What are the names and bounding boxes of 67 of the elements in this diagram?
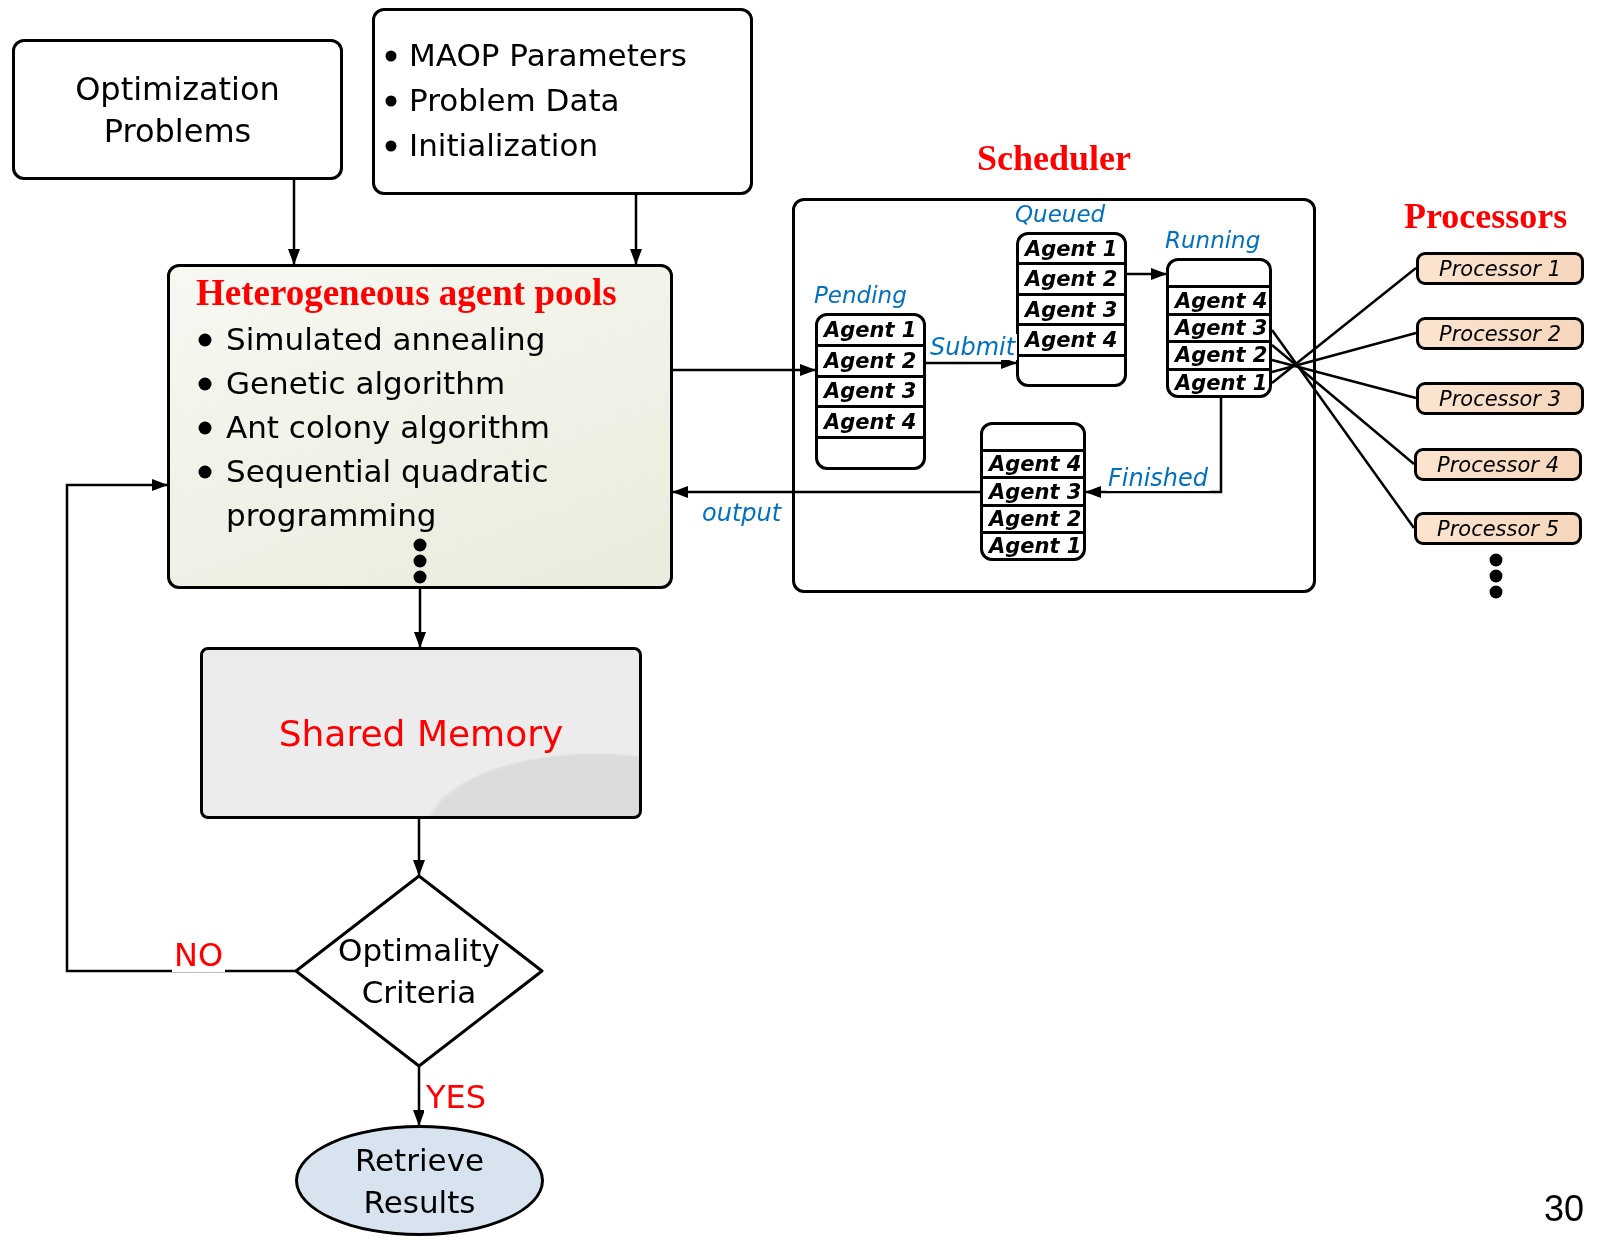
arrow (630, 195, 642, 265)
arrow (413, 819, 425, 876)
edge-label: output (700, 500, 784, 526)
arrow (672, 486, 980, 498)
bullet-item: Ant colony algorithm (196, 405, 660, 449)
process-box (167, 264, 673, 589)
queue-stack (980, 422, 1086, 561)
decision-text: Optimality Criteria (337, 931, 501, 1012)
queue-entry: Agent 1 (1175, 370, 1268, 395)
arrow (413, 1067, 425, 1126)
arrow (1127, 268, 1167, 280)
queue-entry: Agent 3 (824, 379, 917, 404)
processor-box (1416, 317, 1584, 350)
connector-line (1271, 344, 1415, 465)
input-box (372, 8, 753, 195)
queue-entry: Agent 2 (989, 506, 1082, 531)
memory-box (200, 647, 642, 819)
processor-label: Processor 3 (1439, 386, 1561, 411)
queue-entry: Agent 3 (1175, 316, 1268, 340)
queue-entry: Agent 1 (1025, 236, 1118, 261)
queue-title: Running (1165, 227, 1261, 253)
connector-line (1271, 331, 1417, 374)
processor-label: Processor 4 (1437, 452, 1559, 477)
connector-line (1271, 267, 1417, 384)
page-number: 30 (1544, 1188, 1585, 1230)
processor-box (1414, 512, 1582, 545)
scheduler-heading: Scheduler (976, 137, 1132, 179)
arrow (1085, 398, 1223, 498)
box-text: Optimization Problems (74, 68, 281, 152)
arrow (673, 364, 816, 376)
arrow (288, 180, 300, 265)
bullet-item: Genetic algorithm (196, 361, 660, 405)
processor-label: Processor 2 (1439, 321, 1561, 346)
queue-entry: Agent 1 (824, 317, 917, 342)
pool-heading: Heterogeneous agent pools (196, 271, 618, 315)
arrow (414, 589, 426, 648)
processor-label: Processor 5 (1437, 516, 1559, 541)
bullet-item: Sequential quadratic programming (196, 449, 660, 537)
bullet-item: Initialization (383, 123, 750, 168)
queue-entry: Agent 4 (824, 410, 917, 435)
group-heading: Processors (1404, 195, 1568, 237)
queue-entry: Agent 4 (989, 452, 1082, 477)
queue-entry: Agent 2 (1175, 343, 1268, 368)
bullet-item: Simulated annealing (196, 317, 660, 361)
processor-box (1416, 382, 1584, 415)
queue-title: Pending (814, 282, 907, 308)
edge-label: Submit (928, 334, 1018, 360)
queue-entry: Agent 4 (1025, 327, 1118, 352)
bullet-item: MAOP Parameters (383, 33, 750, 78)
bullet-item: Problem Data (383, 78, 750, 123)
queue-entry: Agent 4 (1175, 288, 1268, 313)
edge-label: Finished (1106, 465, 1211, 491)
input-box (12, 39, 343, 180)
terminal-text: Retrieve Results (353, 1140, 486, 1222)
connector-line (1271, 358, 1417, 400)
processor-box (1416, 252, 1584, 285)
processor-box (1414, 448, 1582, 481)
memory-label: Shared Memory (278, 712, 564, 754)
queue-entry: Agent 3 (989, 479, 1082, 504)
connector-line (1271, 329, 1415, 529)
queue-title: Queued (1015, 201, 1106, 227)
queue-entry: Agent 2 (824, 348, 917, 373)
queue-entry: Agent 2 (1025, 267, 1118, 292)
queue-entry: Agent 3 (1025, 297, 1118, 322)
arrow (65, 479, 296, 973)
queue-entry: Agent 1 (989, 533, 1082, 558)
processor-label: Processor 1 (1439, 256, 1561, 281)
